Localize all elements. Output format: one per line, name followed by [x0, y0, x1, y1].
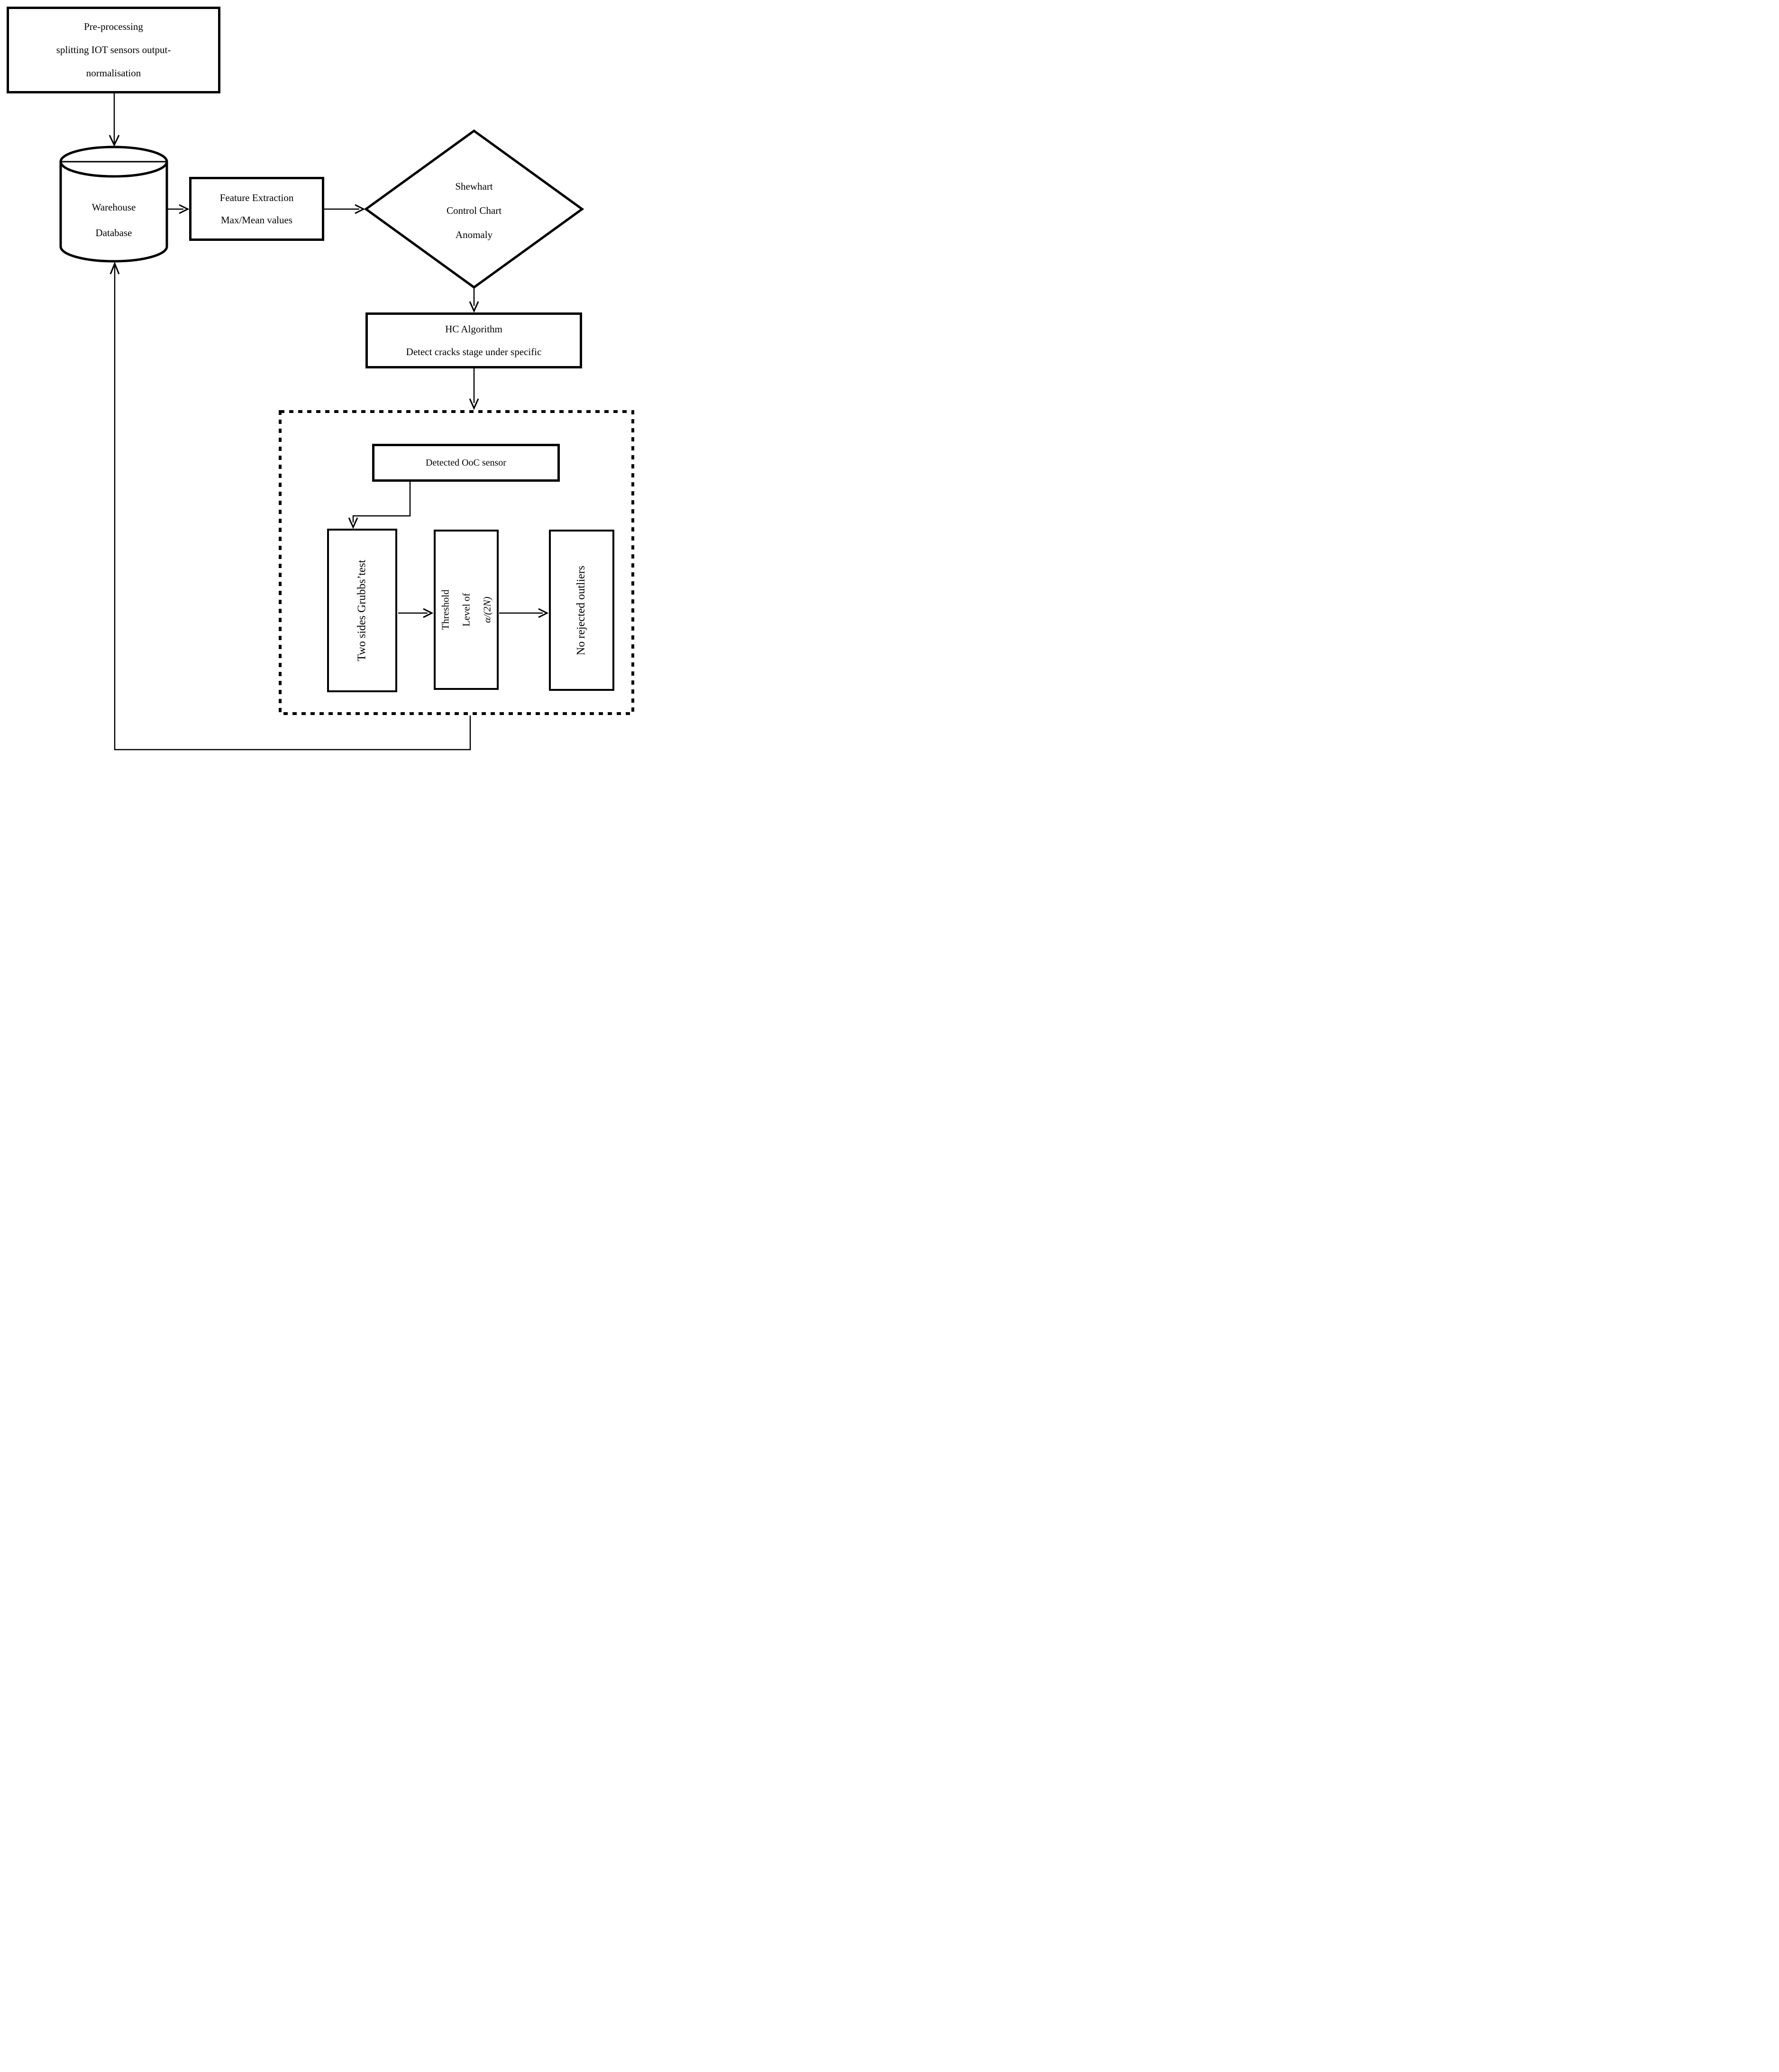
- warehouse-database-cylinder: [59, 146, 168, 263]
- warehouse-line-1: Warehouse: [91, 202, 136, 213]
- threshold-level-box: Threshold Level of α/(2N): [434, 530, 499, 690]
- feedback-loop-line: [114, 264, 471, 751]
- diamond-line-3: Anomaly: [455, 229, 493, 240]
- warehouse-line-2: Database: [95, 227, 132, 238]
- shewhart-decision-diamond: [364, 129, 584, 289]
- preprocessing-line-3: normalisation: [86, 67, 141, 79]
- cylinder-body: [59, 162, 168, 263]
- feature-extraction-box: Feature Extraction Max/Mean values: [189, 177, 324, 241]
- diamond-line-2: Control Chart: [446, 205, 502, 216]
- arrowhead-threshold-to-outliers: [538, 608, 549, 618]
- arrowhead-feedback-to-warehouse: [109, 262, 120, 275]
- detected-ooc-label: Detected OoC sensor: [426, 457, 506, 468]
- no-rejected-outliers-label: No rejected outliers: [575, 565, 588, 655]
- threshold-line-1: Threshold: [439, 589, 451, 630]
- threshold-line-2-prefix: Level of: [460, 593, 472, 627]
- arrowhead-grubbs-to-threshold: [423, 608, 434, 618]
- grubbs-test-label: Two sides Grubbs’test: [356, 559, 368, 661]
- feature-extraction-line-2: Max/Mean values: [220, 214, 293, 226]
- hc-line-2: Detect cracks stage under specific: [406, 346, 542, 358]
- shewhart-diamond-label: Shewhart Control Chart Anomaly: [398, 174, 550, 247]
- threshold-line-2: Level of α/(2N): [456, 589, 498, 630]
- arrowhead-diamond-to-hc: [469, 301, 479, 313]
- outlier-test-dashed-region: [279, 410, 634, 715]
- no-rejected-outliers-box: No rejected outliers: [549, 530, 614, 691]
- diamond-line-1: Shewhart: [455, 181, 493, 192]
- detected-ooc-sensor-box: Detected OoC sensor: [372, 444, 560, 482]
- arrowhead-hc-to-dashed-region: [469, 398, 479, 410]
- preprocessing-box: Pre-processing splitting IOT sensors out…: [7, 7, 220, 93]
- hc-line-1: HC Algorithm: [445, 323, 502, 335]
- warehouse-database-label: Warehouse Database: [62, 193, 166, 247]
- connector-detected-to-grubbs: [352, 482, 411, 523]
- threshold-label: Threshold Level of α/(2N): [435, 589, 498, 630]
- preprocessing-line-2: splitting IOT sensors output-: [56, 44, 171, 55]
- hc-algorithm-box: HC Algorithm Detect cracks stage under s…: [365, 312, 582, 368]
- arrowhead-warehouse-to-feature: [179, 204, 190, 214]
- flowchart-canvas: Pre-processing splitting IOT sensors out…: [0, 0, 648, 754]
- arrowhead-preprocessing-to-warehouse: [109, 135, 120, 147]
- feature-extraction-line-1: Feature Extraction: [219, 192, 294, 203]
- preprocessing-line-1: Pre-processing: [84, 21, 143, 32]
- arrowhead-feature-to-diamond: [355, 204, 365, 214]
- threshold-alpha-formula: α/(2N): [481, 596, 493, 623]
- connector-layer: [59, 93, 634, 751]
- grubbs-test-box: Two sides Grubbs’test: [327, 529, 397, 692]
- arrowhead-detected-to-grubbs: [348, 517, 358, 529]
